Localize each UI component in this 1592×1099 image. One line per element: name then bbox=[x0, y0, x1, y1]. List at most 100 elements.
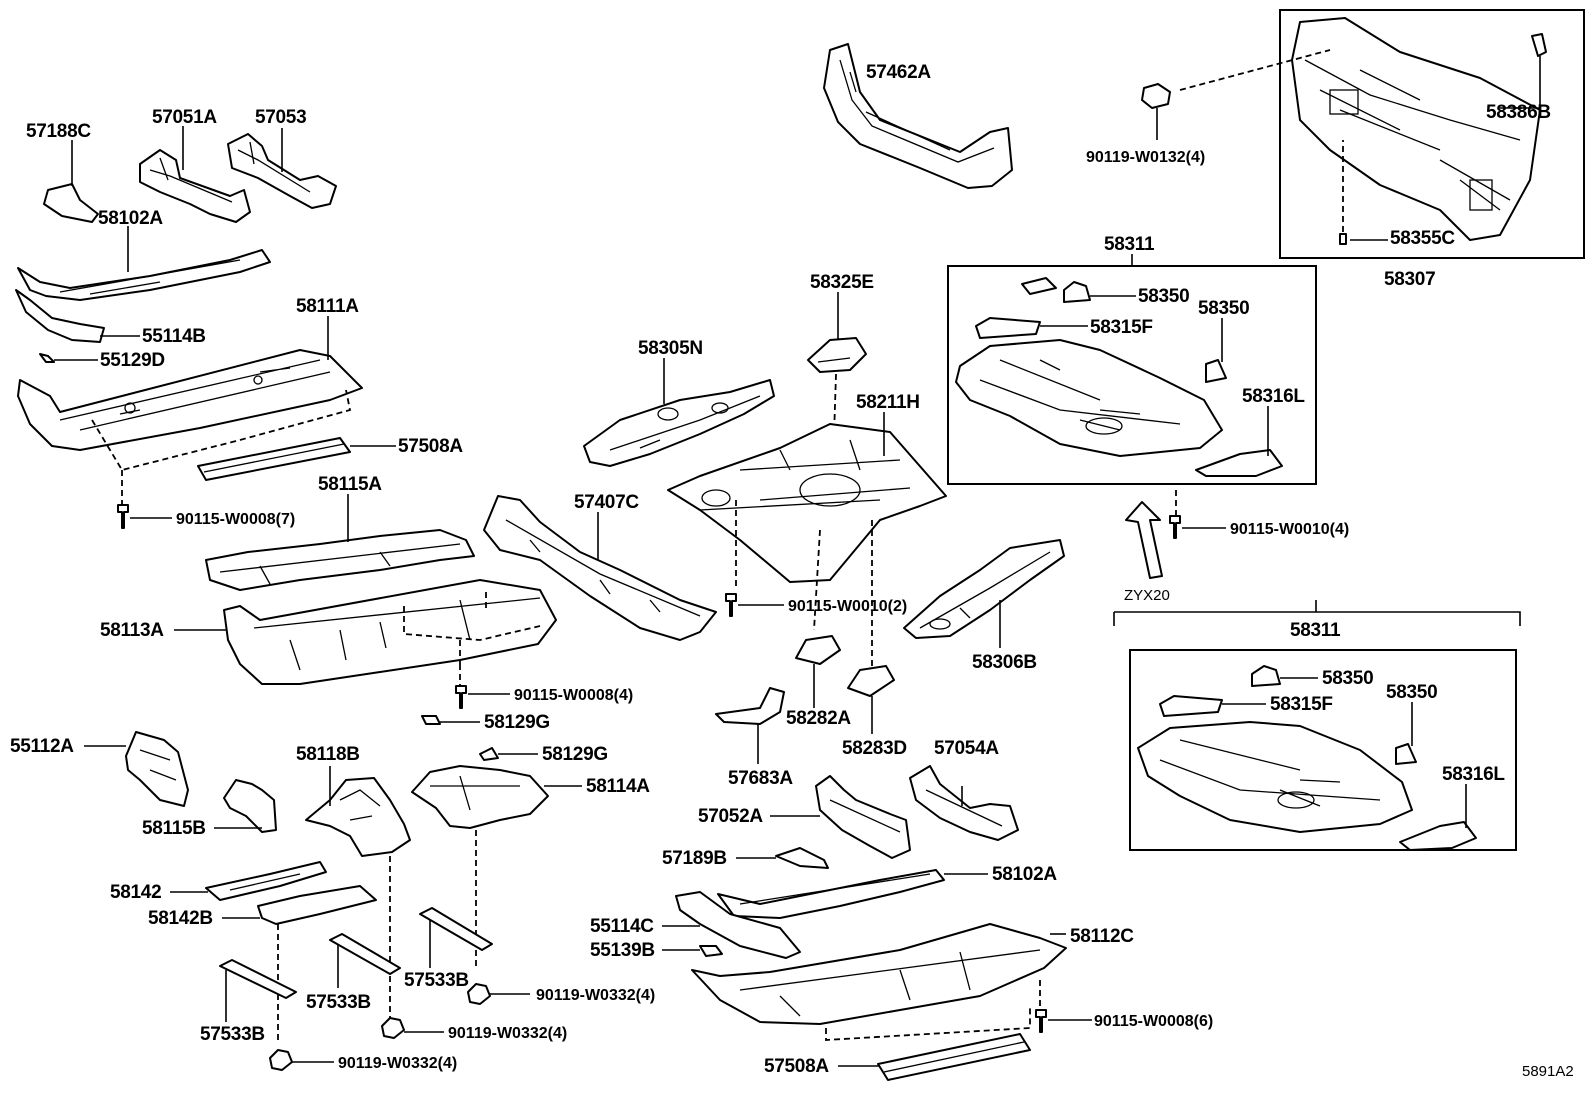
label-58111A: 58111A bbox=[296, 296, 359, 317]
label-58115B: 58115B bbox=[142, 818, 206, 839]
part-58315F-lower[interactable] bbox=[1159, 695, 1223, 717]
part-57533B-c[interactable] bbox=[419, 907, 493, 951]
label-90119-W0132: 90119-W0132(4) bbox=[1086, 149, 1205, 166]
part-58316L-upper[interactable] bbox=[1195, 449, 1283, 477]
screw-90115-W0008-7[interactable] bbox=[117, 504, 172, 529]
label-58114A: 58114A bbox=[586, 776, 650, 797]
part-57407C[interactable] bbox=[483, 495, 717, 641]
label-55129D: 55129D bbox=[100, 350, 165, 371]
part-57533B-b[interactable] bbox=[329, 933, 401, 975]
label-55114B: 55114B bbox=[142, 326, 206, 347]
screw-90115-W0008-6[interactable] bbox=[1035, 1009, 1092, 1033]
part-58306B[interactable] bbox=[903, 539, 1065, 639]
part-58112C[interactable] bbox=[691, 923, 1067, 1025]
part-58355C[interactable] bbox=[1339, 233, 1347, 245]
part-55139B[interactable] bbox=[699, 945, 723, 957]
label-57188C: 57188C bbox=[26, 121, 91, 142]
label-58115A: 58115A bbox=[318, 474, 382, 495]
part-58311-lower-mat[interactable] bbox=[1137, 721, 1413, 833]
label-90119-W0332-a: 90119-W0332(4) bbox=[536, 987, 655, 1004]
label-57051A: 57051A bbox=[152, 107, 217, 128]
part-55114C[interactable] bbox=[675, 891, 801, 959]
part-58325E[interactable] bbox=[807, 337, 867, 373]
part-58114A[interactable] bbox=[411, 765, 549, 829]
label-58355C: 58355C bbox=[1390, 228, 1455, 249]
label-57683A: 57683A bbox=[728, 768, 793, 789]
part-58315F-upper[interactable] bbox=[975, 317, 1041, 339]
part-58283D[interactable] bbox=[847, 665, 895, 697]
part-58142B[interactable] bbox=[257, 885, 377, 925]
label-58315F-lower: 58315F bbox=[1270, 694, 1333, 715]
label-58350-d: 58350 bbox=[1386, 682, 1437, 703]
part-58211H[interactable] bbox=[667, 423, 947, 583]
part-58129G-b[interactable] bbox=[479, 747, 499, 761]
part-55112A[interactable] bbox=[125, 731, 189, 807]
part-58386B[interactable] bbox=[1531, 33, 1547, 57]
label-58350-c: 58350 bbox=[1322, 668, 1373, 689]
part-57508A-bottom[interactable] bbox=[877, 1033, 1031, 1081]
label-zyx20: ZYX20 bbox=[1124, 587, 1170, 604]
label-58325E: 58325E bbox=[810, 272, 874, 293]
part-58142[interactable] bbox=[205, 861, 327, 901]
bolt-90119-W0332-c[interactable] bbox=[269, 1049, 334, 1071]
part-58350-upper-b[interactable] bbox=[1205, 359, 1227, 383]
label-57533B-a: 57533B bbox=[200, 1024, 265, 1045]
label-58316L-upper: 58316L bbox=[1242, 386, 1305, 407]
label-58311-lower: 58311 bbox=[1290, 620, 1341, 641]
label-90119-W0332-b: 90119-W0332(4) bbox=[448, 1025, 567, 1042]
part-58115B[interactable] bbox=[223, 779, 277, 833]
label-55139B: 55139B bbox=[590, 940, 655, 961]
screw-90115-W0010-2[interactable] bbox=[725, 593, 784, 617]
label-58282A: 58282A bbox=[786, 708, 851, 729]
frame-58307 bbox=[1279, 9, 1585, 259]
part-57188C[interactable] bbox=[43, 183, 99, 223]
part-57683A[interactable] bbox=[715, 687, 785, 725]
part-58315F-upper-small[interactable] bbox=[1021, 277, 1057, 295]
part-58113A[interactable] bbox=[223, 579, 557, 685]
label-57052A: 57052A bbox=[698, 806, 763, 827]
part-58350-lower-a[interactable] bbox=[1251, 665, 1281, 687]
part-57051A[interactable] bbox=[139, 149, 251, 223]
label-90115-W0008-4: 90115-W0008(4) bbox=[514, 687, 633, 704]
bolt-90119-W0132[interactable] bbox=[1141, 83, 1171, 140]
bolt-90119-W0332-b[interactable] bbox=[381, 1017, 444, 1039]
label-58118B: 58118B bbox=[296, 744, 360, 765]
part-58316L-lower[interactable] bbox=[1399, 821, 1477, 851]
label-57462A: 57462A bbox=[866, 62, 931, 83]
part-58118B[interactable] bbox=[305, 777, 411, 857]
bolt-90119-W0332-a[interactable] bbox=[467, 983, 530, 1005]
part-57189B[interactable] bbox=[775, 847, 829, 869]
part-dash-panel-58307[interactable] bbox=[1291, 17, 1541, 241]
part-58350-upper-a[interactable] bbox=[1063, 281, 1091, 303]
part-57533B-a[interactable] bbox=[219, 959, 297, 999]
label-57054A: 57054A bbox=[934, 738, 999, 759]
part-57508A-left[interactable] bbox=[197, 437, 351, 481]
label-57189B: 57189B bbox=[662, 848, 727, 869]
part-58350-lower-b[interactable] bbox=[1395, 743, 1417, 765]
part-58282A[interactable] bbox=[795, 635, 841, 665]
label-58142B: 58142B bbox=[148, 908, 213, 929]
part-58311-upper-mat[interactable] bbox=[955, 339, 1223, 457]
part-57054A[interactable] bbox=[909, 765, 1019, 841]
part-55129D[interactable] bbox=[39, 353, 55, 363]
part-58305N[interactable] bbox=[583, 379, 775, 467]
part-58111A[interactable] bbox=[17, 349, 363, 451]
label-58129G-a: 58129G bbox=[484, 712, 550, 733]
part-57052A[interactable] bbox=[815, 775, 911, 859]
frame-58311-lower bbox=[1129, 649, 1517, 851]
part-58115A[interactable] bbox=[205, 529, 475, 591]
screw-90115-W0008-4[interactable] bbox=[455, 685, 510, 709]
part-57462A[interactable] bbox=[823, 43, 1013, 189]
part-58102A-bottom[interactable] bbox=[717, 869, 945, 919]
diagram-code: 5891A2 bbox=[1522, 1063, 1574, 1080]
label-58316L-lower: 58316L bbox=[1442, 764, 1505, 785]
label-55112A: 55112A bbox=[10, 736, 74, 757]
label-58102A-top: 58102A bbox=[98, 208, 163, 229]
part-58129G-a[interactable] bbox=[421, 715, 441, 725]
label-58283D: 58283D bbox=[842, 738, 907, 759]
part-58102A-top[interactable] bbox=[17, 249, 271, 301]
label-58311-upper: 58311 bbox=[1104, 234, 1155, 255]
part-55114B[interactable] bbox=[15, 289, 105, 343]
screw-90115-W0010-4[interactable] bbox=[1169, 515, 1226, 539]
label-58386B: 58386B bbox=[1486, 102, 1551, 123]
